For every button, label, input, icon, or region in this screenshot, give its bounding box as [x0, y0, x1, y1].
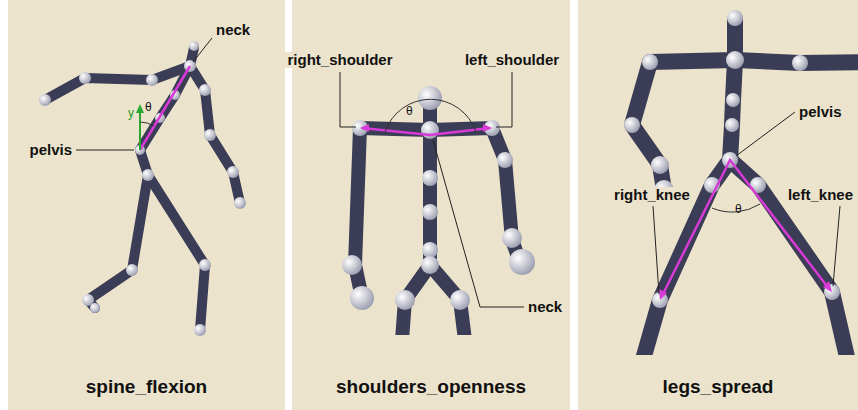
part-label: left_shoulder [463, 52, 561, 69]
angle-symbol: θ [735, 203, 742, 216]
panel-caption: legs_spread [661, 377, 776, 398]
part-label: neck [214, 22, 252, 39]
angle-symbol: θ [145, 101, 152, 114]
panel-caption: shoulders_openness [334, 377, 528, 398]
part-label: right_knee [612, 187, 692, 204]
part-label: pelvis [27, 142, 74, 159]
axis-label: y [128, 107, 134, 120]
part-label: right_shoulder [285, 52, 394, 69]
part-label: pelvis [797, 104, 844, 121]
angle-symbol: θ [406, 105, 413, 118]
part-label: neck [526, 299, 564, 316]
part-label: left_knee [786, 187, 855, 204]
panel-caption: spine_flexion [84, 377, 209, 398]
